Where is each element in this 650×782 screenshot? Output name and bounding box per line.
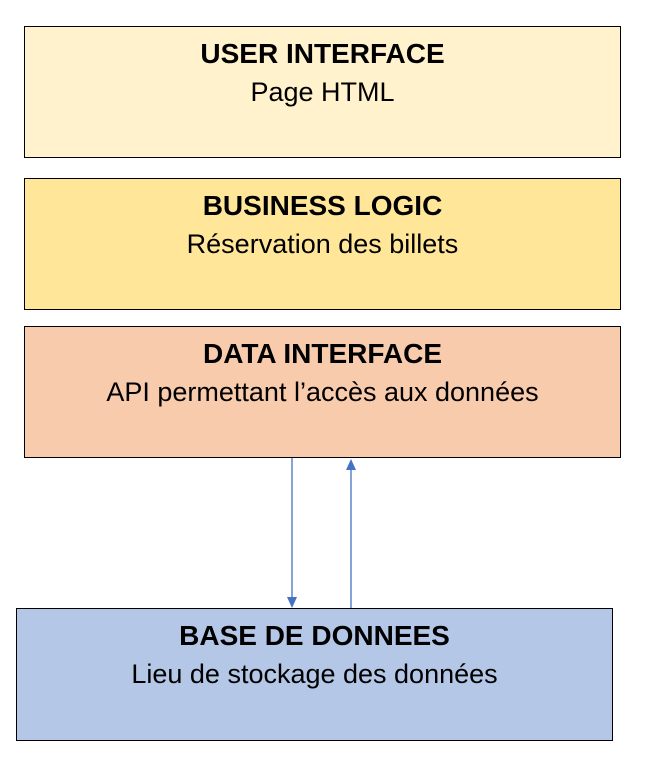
layer-title-base-de-donnees: BASE DE DONNEES bbox=[179, 620, 450, 651]
layer-subtitle-user-interface: Page HTML bbox=[250, 77, 395, 107]
arrow-up bbox=[346, 459, 356, 608]
layer-title-user-interface: USER INTERFACE bbox=[200, 38, 445, 69]
layer-business-logic: BUSINESS LOGIC Réservation des billets bbox=[24, 178, 621, 310]
layer-title-data-interface: DATA INTERFACE bbox=[202, 338, 443, 369]
layer-subtitle-base-de-donnees: Lieu de stockage des données bbox=[131, 659, 498, 689]
layer-title-business-logic: BUSINESS LOGIC bbox=[202, 190, 443, 221]
layer-subtitle-data-interface: API permettant l’accès aux données bbox=[106, 377, 539, 407]
layer-user-interface: USER INTERFACE Page HTML bbox=[24, 26, 621, 158]
layer-data-interface: DATA INTERFACE API permettant l’accès au… bbox=[24, 326, 621, 458]
layer-subtitle-business-logic: Réservation des billets bbox=[186, 229, 459, 259]
layer-base-de-donnees: BASE DE DONNEES Lieu de stockage des don… bbox=[16, 608, 613, 741]
arrow-down bbox=[287, 458, 297, 608]
